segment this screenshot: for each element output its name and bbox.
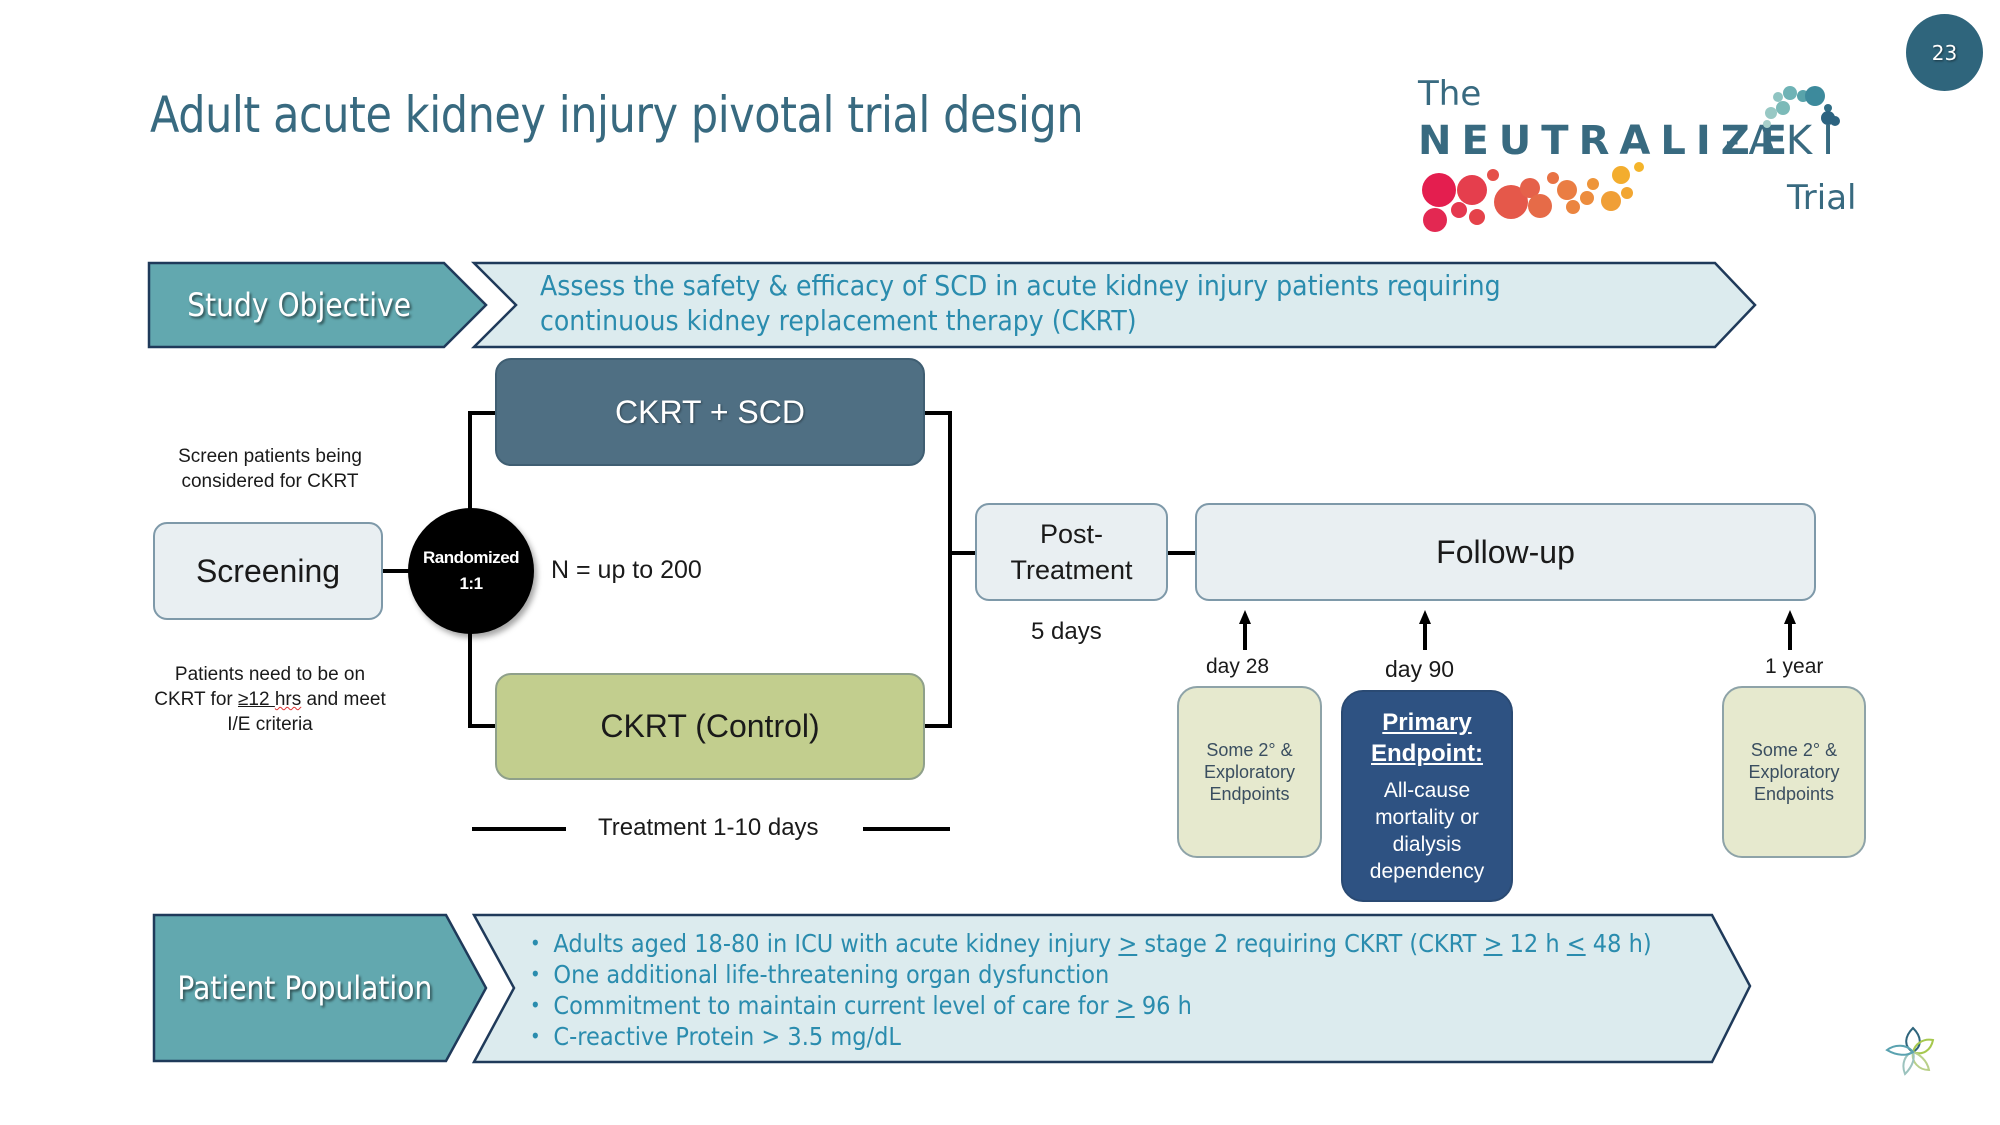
screening-box: Screening — [153, 522, 383, 620]
year1-endpoints-line3: Endpoints — [1753, 784, 1835, 804]
post-treatment-duration: 5 days — [1031, 618, 1102, 645]
primary-endpoint-body-line2: mortality or — [1375, 806, 1479, 829]
population-item: C-reactive Protein > 3.5 mg/dL — [530, 1021, 1652, 1052]
study-objective-label: Study Objective — [149, 263, 449, 347]
patient-population-label-shape — [152, 913, 488, 1063]
logo-dots-icon — [1422, 86, 1840, 232]
randomization-node: Randomized 1:1 — [408, 508, 534, 634]
criteria-note-hrs: hrs — [274, 689, 302, 710]
control-arm-label: CKRT (Control) — [600, 708, 820, 744]
year1-endpoints-line2: Exploratory — [1748, 762, 1840, 782]
criteria-note-ge: ≥12 — [238, 689, 275, 710]
logo-name-text: NEUTRALIZE — [1418, 118, 1798, 164]
primary-endpoint-body-line3: dialysis — [1392, 833, 1462, 856]
post-treatment-line1: Post- — [1039, 519, 1103, 549]
year1-endpoints-line1: Some 2° & — [1750, 740, 1838, 760]
population-item: Commitment to maintain current level of … — [530, 990, 1652, 1021]
post-treatment-line2: Treatment — [1010, 555, 1133, 585]
treatment-arm-box: CKRT + SCD — [495, 358, 925, 466]
page-number: 23 — [1931, 40, 1958, 65]
logo-trial-text: Trial — [1787, 178, 1857, 218]
screening-label: Screening — [195, 552, 341, 589]
control-arm-box: CKRT (Control) — [495, 673, 925, 780]
flow-connectors — [383, 411, 1195, 831]
criteria-note: Patients need to be on CKRT for ≥12 hrs … — [150, 662, 390, 737]
patient-population-list: Adults aged 18-80 in ICU with acute kidn… — [530, 928, 1652, 1052]
followup-label: Follow-up — [1436, 533, 1575, 570]
company-flower-logo-icon — [1885, 1026, 1935, 1076]
primary-endpoint-heading-line2: Endpoint: — [1371, 740, 1483, 767]
primary-endpoint-body-line4: dependency — [1369, 860, 1485, 883]
population-item: One additional life-threatening organ dy… — [530, 959, 1652, 990]
followup-box: Follow-up — [1195, 503, 1816, 601]
day28-label: day 28 — [1206, 655, 1270, 678]
patient-population-label-text: Patient Population — [177, 969, 433, 1007]
day28-endpoints-line1: Some 2° & — [1206, 740, 1293, 760]
randomization-ratio: 1:1 — [459, 574, 483, 593]
screen-note: Screen patients being considered for CKR… — [178, 446, 362, 492]
treatment-arm-label: CKRT + SCD — [615, 393, 805, 430]
logo-suffix-text: -AKI — [1725, 118, 1844, 164]
primary-endpoint-heading-line1: Primary — [1382, 709, 1472, 736]
population-item: Adults aged 18-80 in ICU with acute kidn… — [530, 928, 1651, 959]
primary-endpoint-body-line1: All-cause — [1383, 779, 1471, 802]
study-objective-text: Assess the safety & efficacy of SCD in a… — [540, 269, 1501, 337]
study-objective-text-shape — [470, 261, 1757, 349]
logo-the-text: The — [1418, 74, 1482, 114]
year1-endpoints-box: Some 2° & Exploratory Endpoints — [1722, 686, 1866, 858]
primary-endpoint-box: Primary Endpoint: All-cause mortality or… — [1341, 690, 1513, 902]
page-number-badge: 23 — [1906, 14, 1983, 91]
slide-title: Adult acute kidney injury pivotal trial … — [150, 86, 1084, 144]
criteria-note-pre: Patients need to be on CKRT for — [154, 664, 366, 710]
treatment-duration-label: Treatment 1-10 days — [598, 814, 819, 841]
day28-endpoints-line2: Exploratory — [1203, 762, 1296, 782]
day28-endpoints-box: Some 2° & Exploratory Endpoints — [1177, 686, 1322, 858]
sample-size-label: N = up to 200 — [551, 556, 702, 584]
criteria-note-post: and meet I/E criteria — [227, 689, 386, 735]
day28-endpoints-line3: Endpoints — [1209, 784, 1290, 804]
randomized-label: Randomized — [422, 548, 520, 567]
patient-population-label: Patient Population — [154, 915, 456, 1061]
study-objective-label-shape — [147, 261, 488, 349]
year1-label: 1 year — [1765, 655, 1824, 678]
post-treatment-box: Post- Treatment — [975, 503, 1168, 601]
day90-label: day 90 — [1385, 656, 1455, 682]
timepoint-arrows — [1239, 610, 1796, 650]
study-objective-label-text: Study Objective — [187, 286, 411, 324]
